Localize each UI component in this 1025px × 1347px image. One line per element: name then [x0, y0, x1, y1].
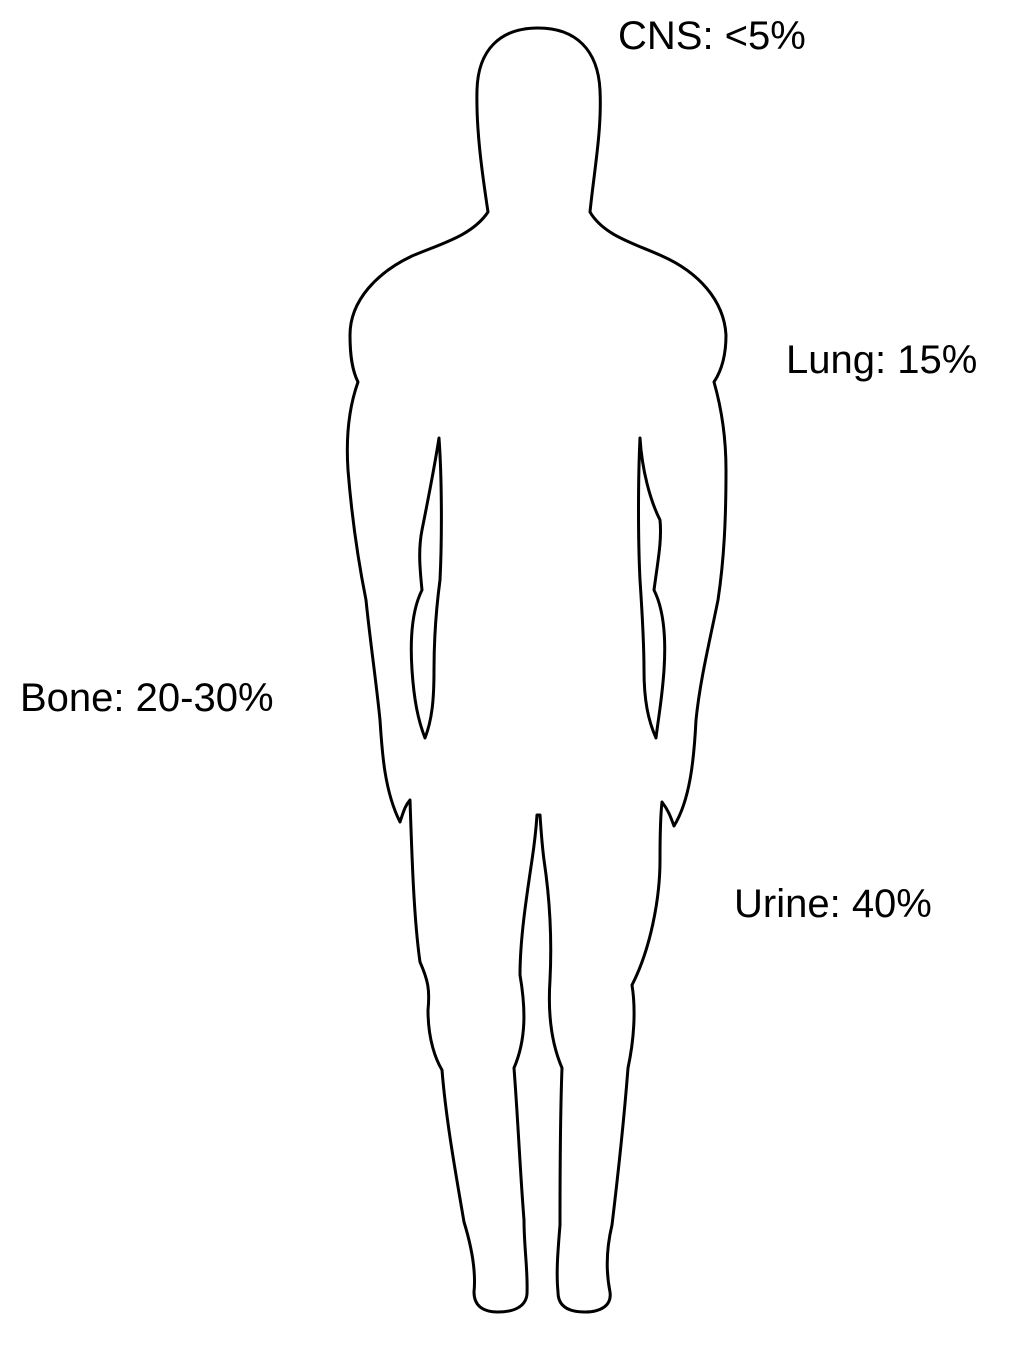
bone-label: Bone: 20-30%	[20, 678, 274, 718]
lung-label: Lung: 15%	[786, 340, 977, 380]
right-arm-inner-gap-outline	[639, 438, 665, 738]
urine-label: Urine: 40%	[734, 884, 932, 924]
cns-label: CNS: <5%	[618, 16, 806, 56]
body-silhouette-outline	[347, 28, 726, 1312]
left-arm-inner-gap-outline	[411, 438, 441, 738]
